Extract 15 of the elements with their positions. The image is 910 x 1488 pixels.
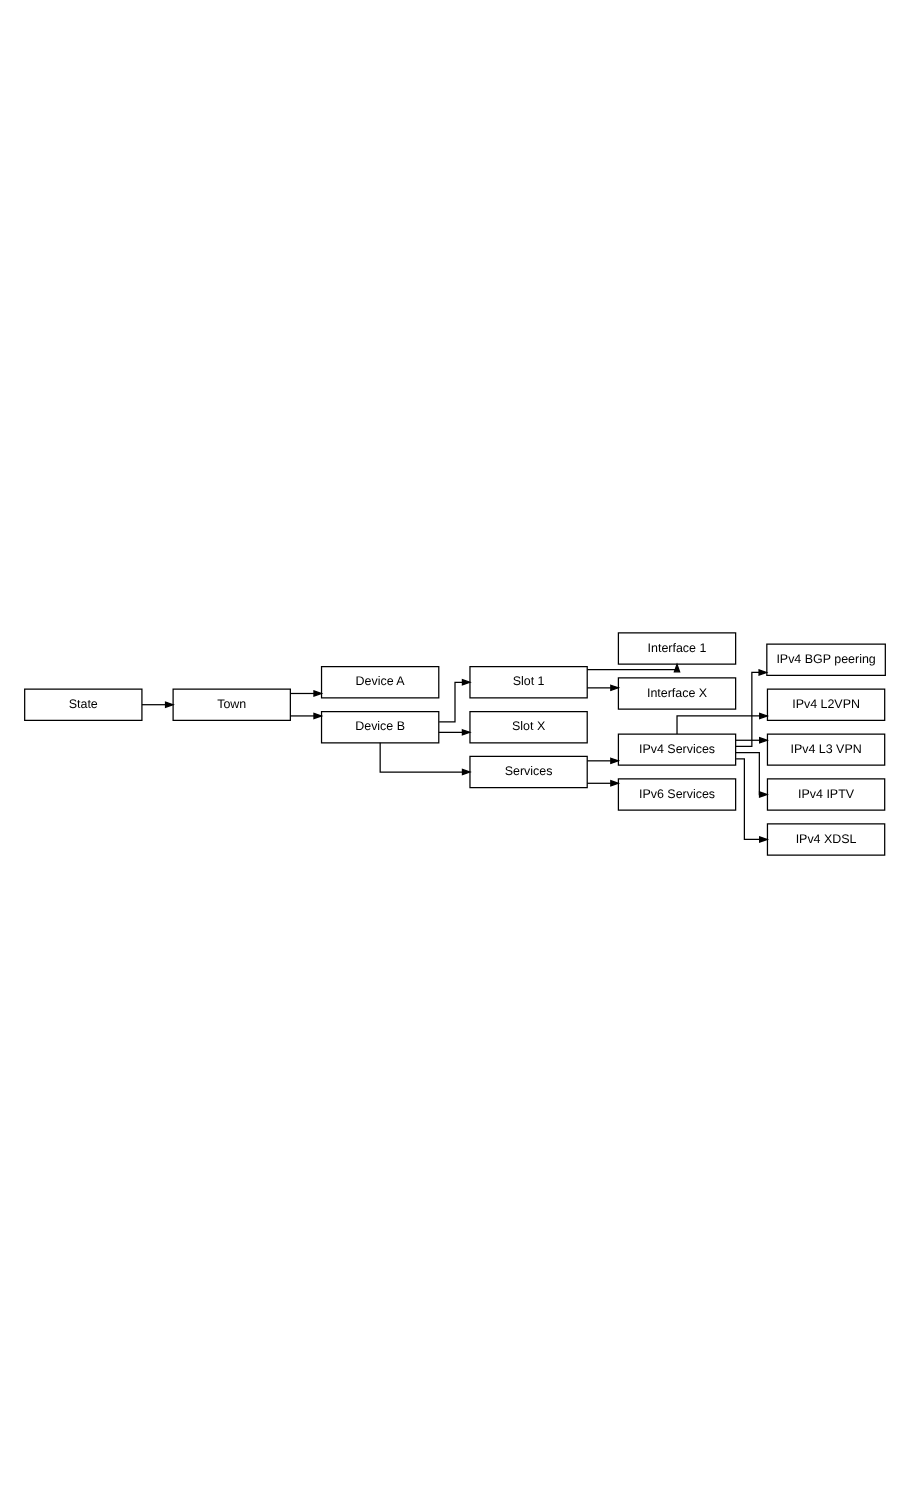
arrow [735,736,769,744]
arrow [438,728,472,736]
arrow [676,712,770,735]
arrow [289,689,324,697]
arrow [586,757,621,765]
arrow [586,662,681,673]
arrow [735,669,769,748]
arrow [438,678,472,723]
arrow [379,742,472,776]
arrow [586,779,621,787]
arrow [586,684,621,692]
arrow [141,701,175,709]
arrow [289,712,324,720]
arrow [735,752,769,799]
arrow [735,758,770,843]
